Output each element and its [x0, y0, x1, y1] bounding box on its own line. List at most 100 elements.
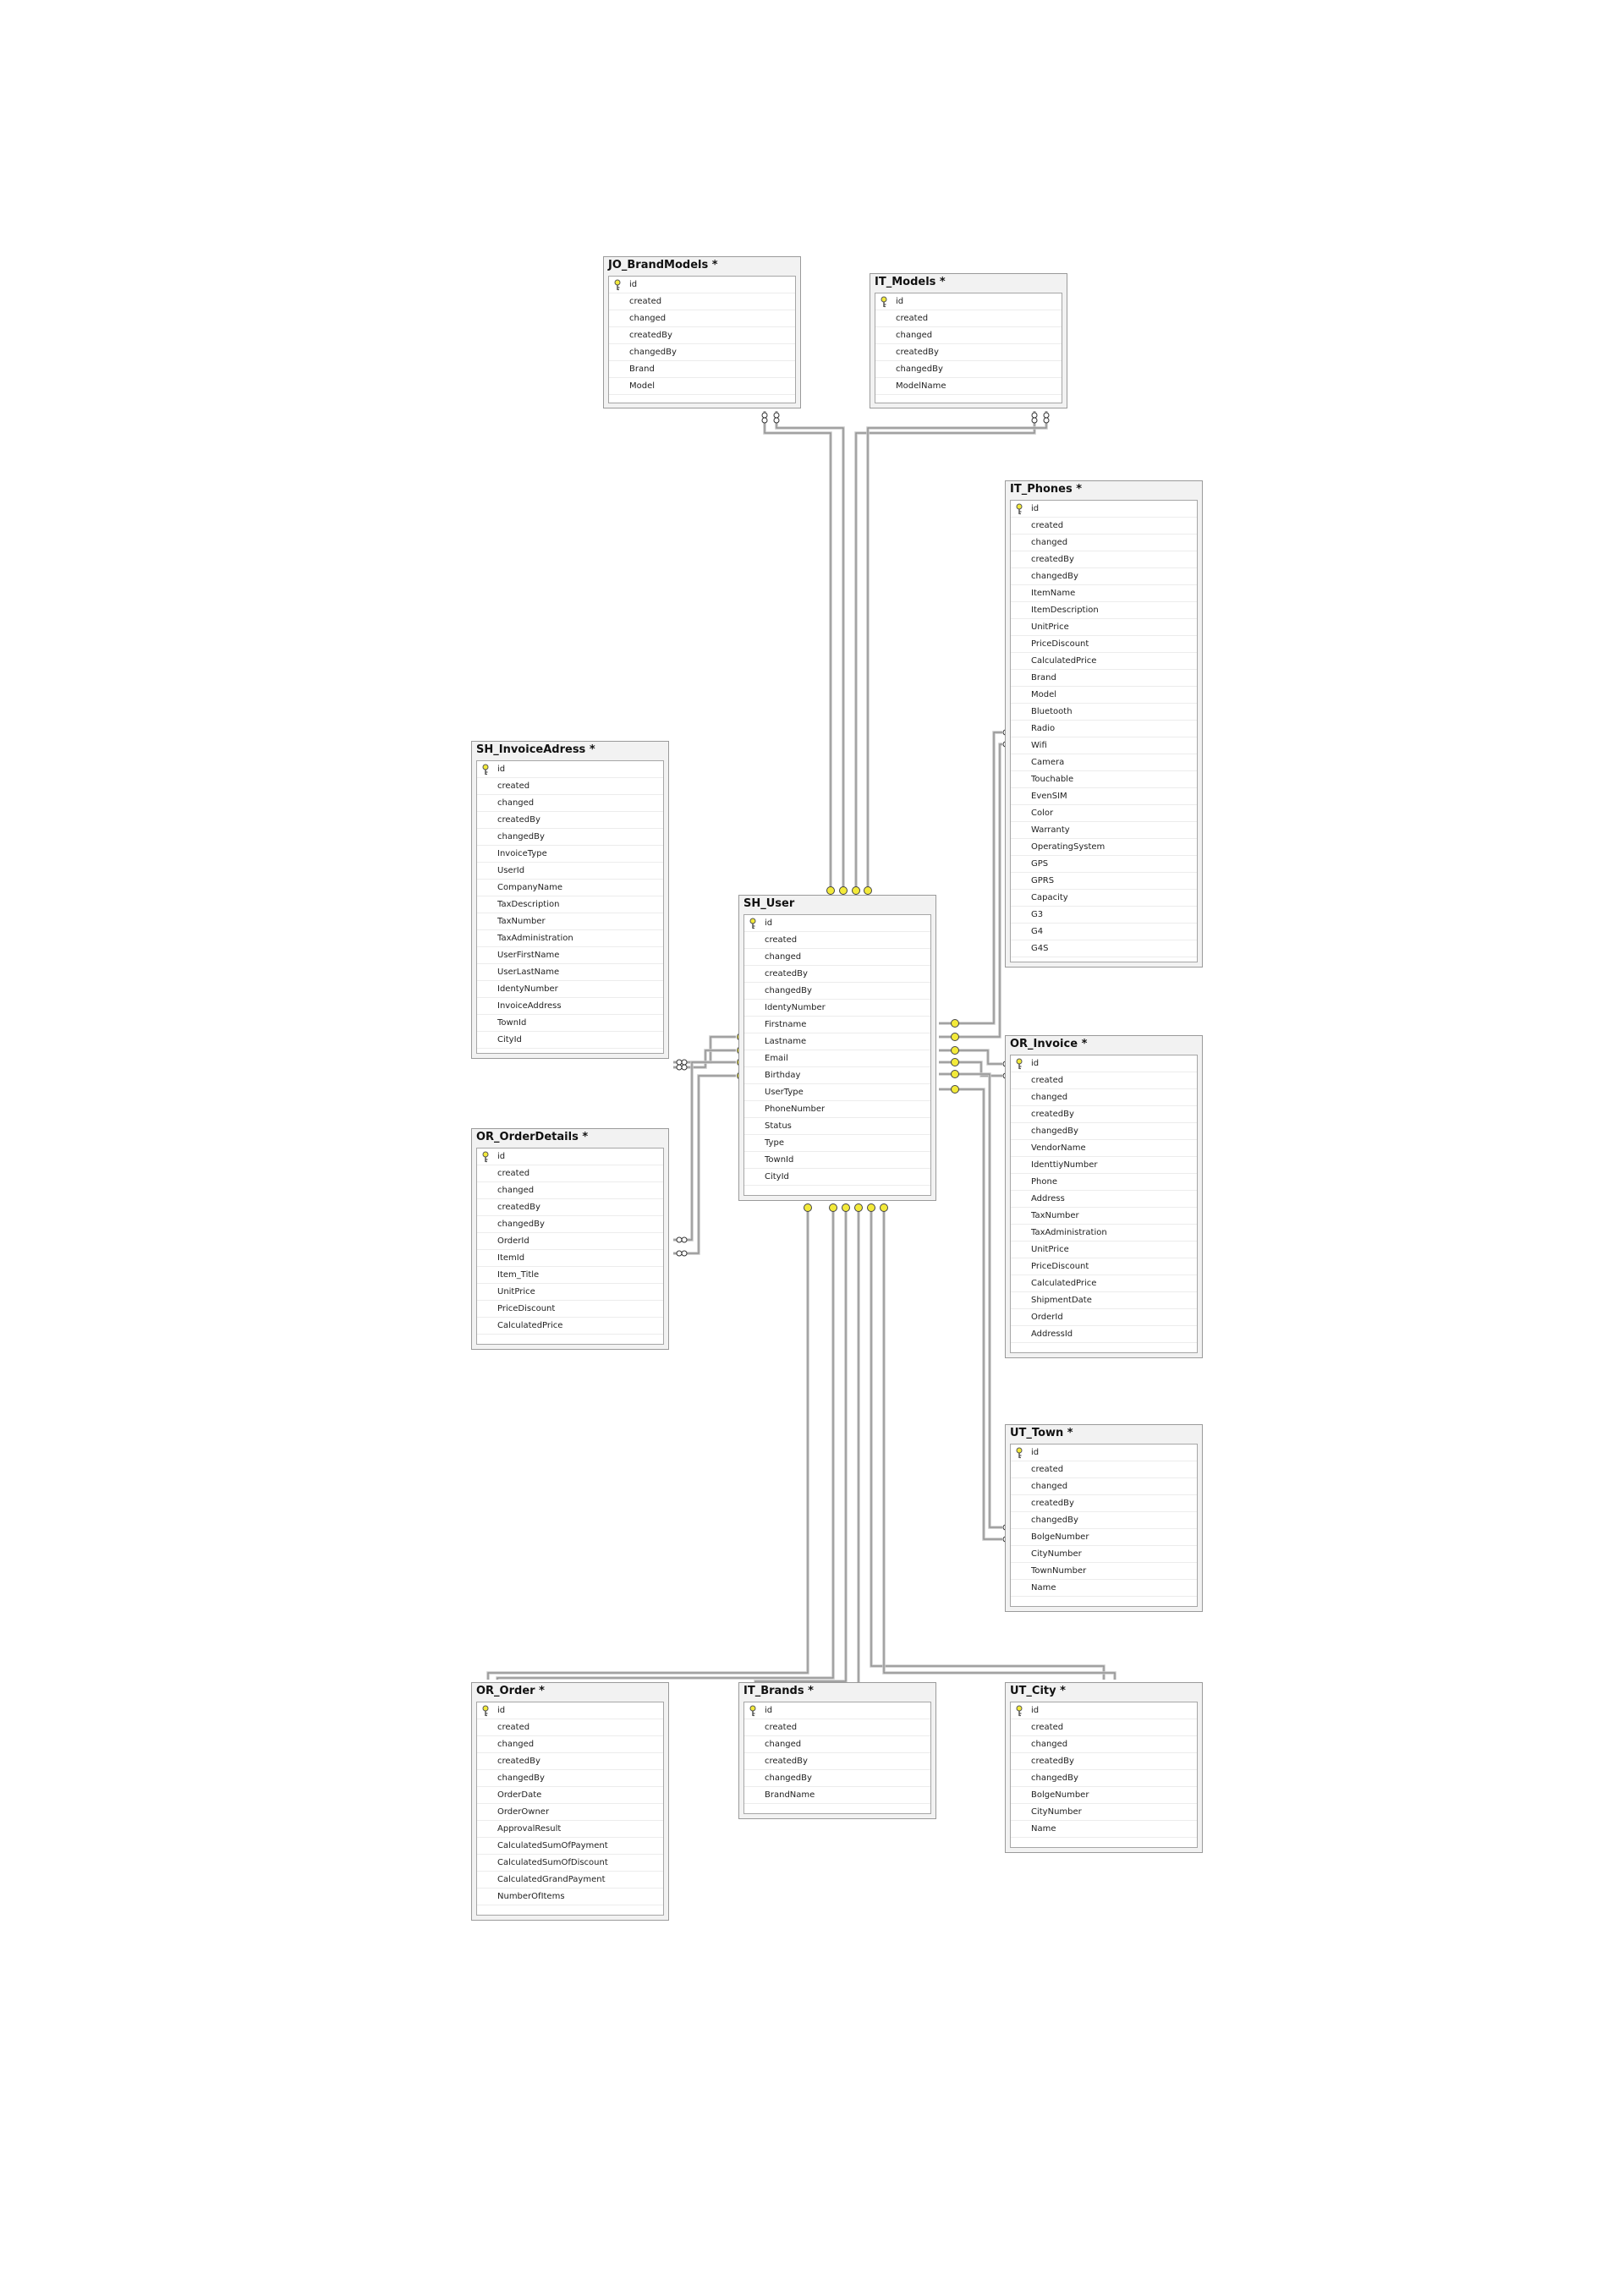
column-row-primary-key[interactable]: id [1011, 1055, 1197, 1072]
column-row[interactable]: changedBy [1011, 568, 1197, 585]
column-row[interactable]: NumberOfItems [477, 1889, 663, 1905]
column-row[interactable]: Touchable [1011, 771, 1197, 788]
column-row[interactable]: createdBy [875, 344, 1062, 361]
column-row[interactable]: created [744, 932, 930, 949]
column-row[interactable]: CalculatedGrandPayment [477, 1872, 663, 1889]
column-row[interactable]: TaxNumber [477, 913, 663, 930]
column-row[interactable]: EvenSIM [1011, 788, 1197, 805]
column-row-primary-key[interactable]: id [477, 1148, 663, 1165]
column-row[interactable]: createdBy [477, 812, 663, 829]
column-row[interactable]: UserType [744, 1084, 930, 1101]
column-row[interactable]: createdBy [1011, 1106, 1197, 1123]
column-row[interactable]: changed [1011, 1736, 1197, 1753]
column-row[interactable]: VendorName [1011, 1140, 1197, 1157]
column-row[interactable]: Radio [1011, 721, 1197, 737]
column-row[interactable]: BolgeNumber [1011, 1529, 1197, 1546]
column-row[interactable]: changed [477, 795, 663, 812]
column-row[interactable]: changed [1011, 1478, 1197, 1495]
column-row[interactable]: ApprovalResult [477, 1821, 663, 1838]
column-row[interactable]: G4 [1011, 924, 1197, 940]
column-row[interactable]: createdBy [744, 966, 930, 983]
column-row[interactable]: CityId [477, 1032, 663, 1049]
column-row[interactable]: TownId [477, 1015, 663, 1032]
column-row[interactable]: changedBy [477, 829, 663, 846]
column-row[interactable]: Status [744, 1118, 930, 1135]
column-row[interactable]: changedBy [477, 1216, 663, 1233]
column-row[interactable]: CompanyName [477, 880, 663, 896]
column-row[interactable]: UnitPrice [1011, 619, 1197, 636]
column-row[interactable]: created [1011, 1461, 1197, 1478]
column-row[interactable]: changedBy [744, 983, 930, 1000]
column-row[interactable]: created [1011, 1072, 1197, 1089]
column-row[interactable]: TaxAdministration [1011, 1225, 1197, 1242]
column-row[interactable]: PriceDiscount [1011, 636, 1197, 653]
column-row[interactable]: UserId [477, 863, 663, 880]
column-row[interactable]: created [1011, 518, 1197, 534]
column-row[interactable]: G4S [1011, 940, 1197, 957]
column-row[interactable]: CityNumber [1011, 1804, 1197, 1821]
column-row[interactable]: created [609, 293, 795, 310]
column-row[interactable]: createdBy [1011, 1753, 1197, 1770]
column-row[interactable]: TaxNumber [1011, 1208, 1197, 1225]
column-row[interactable]: createdBy [1011, 551, 1197, 568]
column-row[interactable]: ItemName [1011, 585, 1197, 602]
column-row[interactable]: OrderId [477, 1233, 663, 1250]
column-row[interactable]: Name [1011, 1580, 1197, 1597]
column-row[interactable]: UserFirstName [477, 947, 663, 964]
column-row[interactable]: IdentyNumber [477, 981, 663, 998]
column-row[interactable]: PhoneNumber [744, 1101, 930, 1118]
column-row[interactable]: ItemDescription [1011, 602, 1197, 619]
column-row[interactable]: createdBy [609, 327, 795, 344]
column-row[interactable]: IdentyNumber [744, 1000, 930, 1017]
column-row[interactable]: TaxDescription [477, 896, 663, 913]
column-row[interactable]: AddressId [1011, 1326, 1197, 1343]
column-row[interactable]: UserLastName [477, 964, 663, 981]
column-row[interactable]: changed [1011, 534, 1197, 551]
column-row[interactable]: Camera [1011, 754, 1197, 771]
column-row[interactable]: InvoiceType [477, 846, 663, 863]
column-row-primary-key[interactable]: id [609, 277, 795, 293]
column-row[interactable]: created [875, 310, 1062, 327]
column-row[interactable]: CalculatedPrice [1011, 1275, 1197, 1292]
column-row[interactable]: Item_Title [477, 1267, 663, 1284]
column-row[interactable]: createdBy [477, 1199, 663, 1216]
column-row-primary-key[interactable]: id [1011, 1702, 1197, 1719]
column-row[interactable]: ShipmentDate [1011, 1292, 1197, 1309]
column-row[interactable]: changed [477, 1182, 663, 1199]
column-row[interactable]: createdBy [477, 1753, 663, 1770]
column-row[interactable]: BolgeNumber [1011, 1787, 1197, 1804]
column-row[interactable]: Address [1011, 1191, 1197, 1208]
column-row[interactable]: OrderId [1011, 1309, 1197, 1326]
column-row[interactable]: GPS [1011, 856, 1197, 873]
column-row[interactable]: createdBy [744, 1753, 930, 1770]
column-row[interactable]: changedBy [744, 1770, 930, 1787]
column-row[interactable]: Bluetooth [1011, 704, 1197, 721]
column-row[interactable]: changedBy [609, 344, 795, 361]
column-row[interactable]: OperatingSystem [1011, 839, 1197, 856]
column-row[interactable]: Firstname [744, 1017, 930, 1033]
column-row[interactable]: PriceDiscount [477, 1301, 663, 1318]
column-row[interactable]: changed [744, 949, 930, 966]
column-row-primary-key[interactable]: id [477, 761, 663, 778]
column-row[interactable]: TownNumber [1011, 1563, 1197, 1580]
column-row[interactable]: changed [744, 1736, 930, 1753]
column-row[interactable]: changed [477, 1736, 663, 1753]
column-row[interactable]: PriceDiscount [1011, 1258, 1197, 1275]
column-row[interactable]: Birthday [744, 1067, 930, 1084]
column-row[interactable]: Brand [1011, 670, 1197, 687]
column-row[interactable]: OrderDate [477, 1787, 663, 1804]
column-row[interactable]: UnitPrice [1011, 1242, 1197, 1258]
column-row[interactable]: GPRS [1011, 873, 1197, 890]
column-row[interactable]: UnitPrice [477, 1284, 663, 1301]
column-row[interactable]: Name [1011, 1821, 1197, 1838]
column-row[interactable]: created [744, 1719, 930, 1736]
